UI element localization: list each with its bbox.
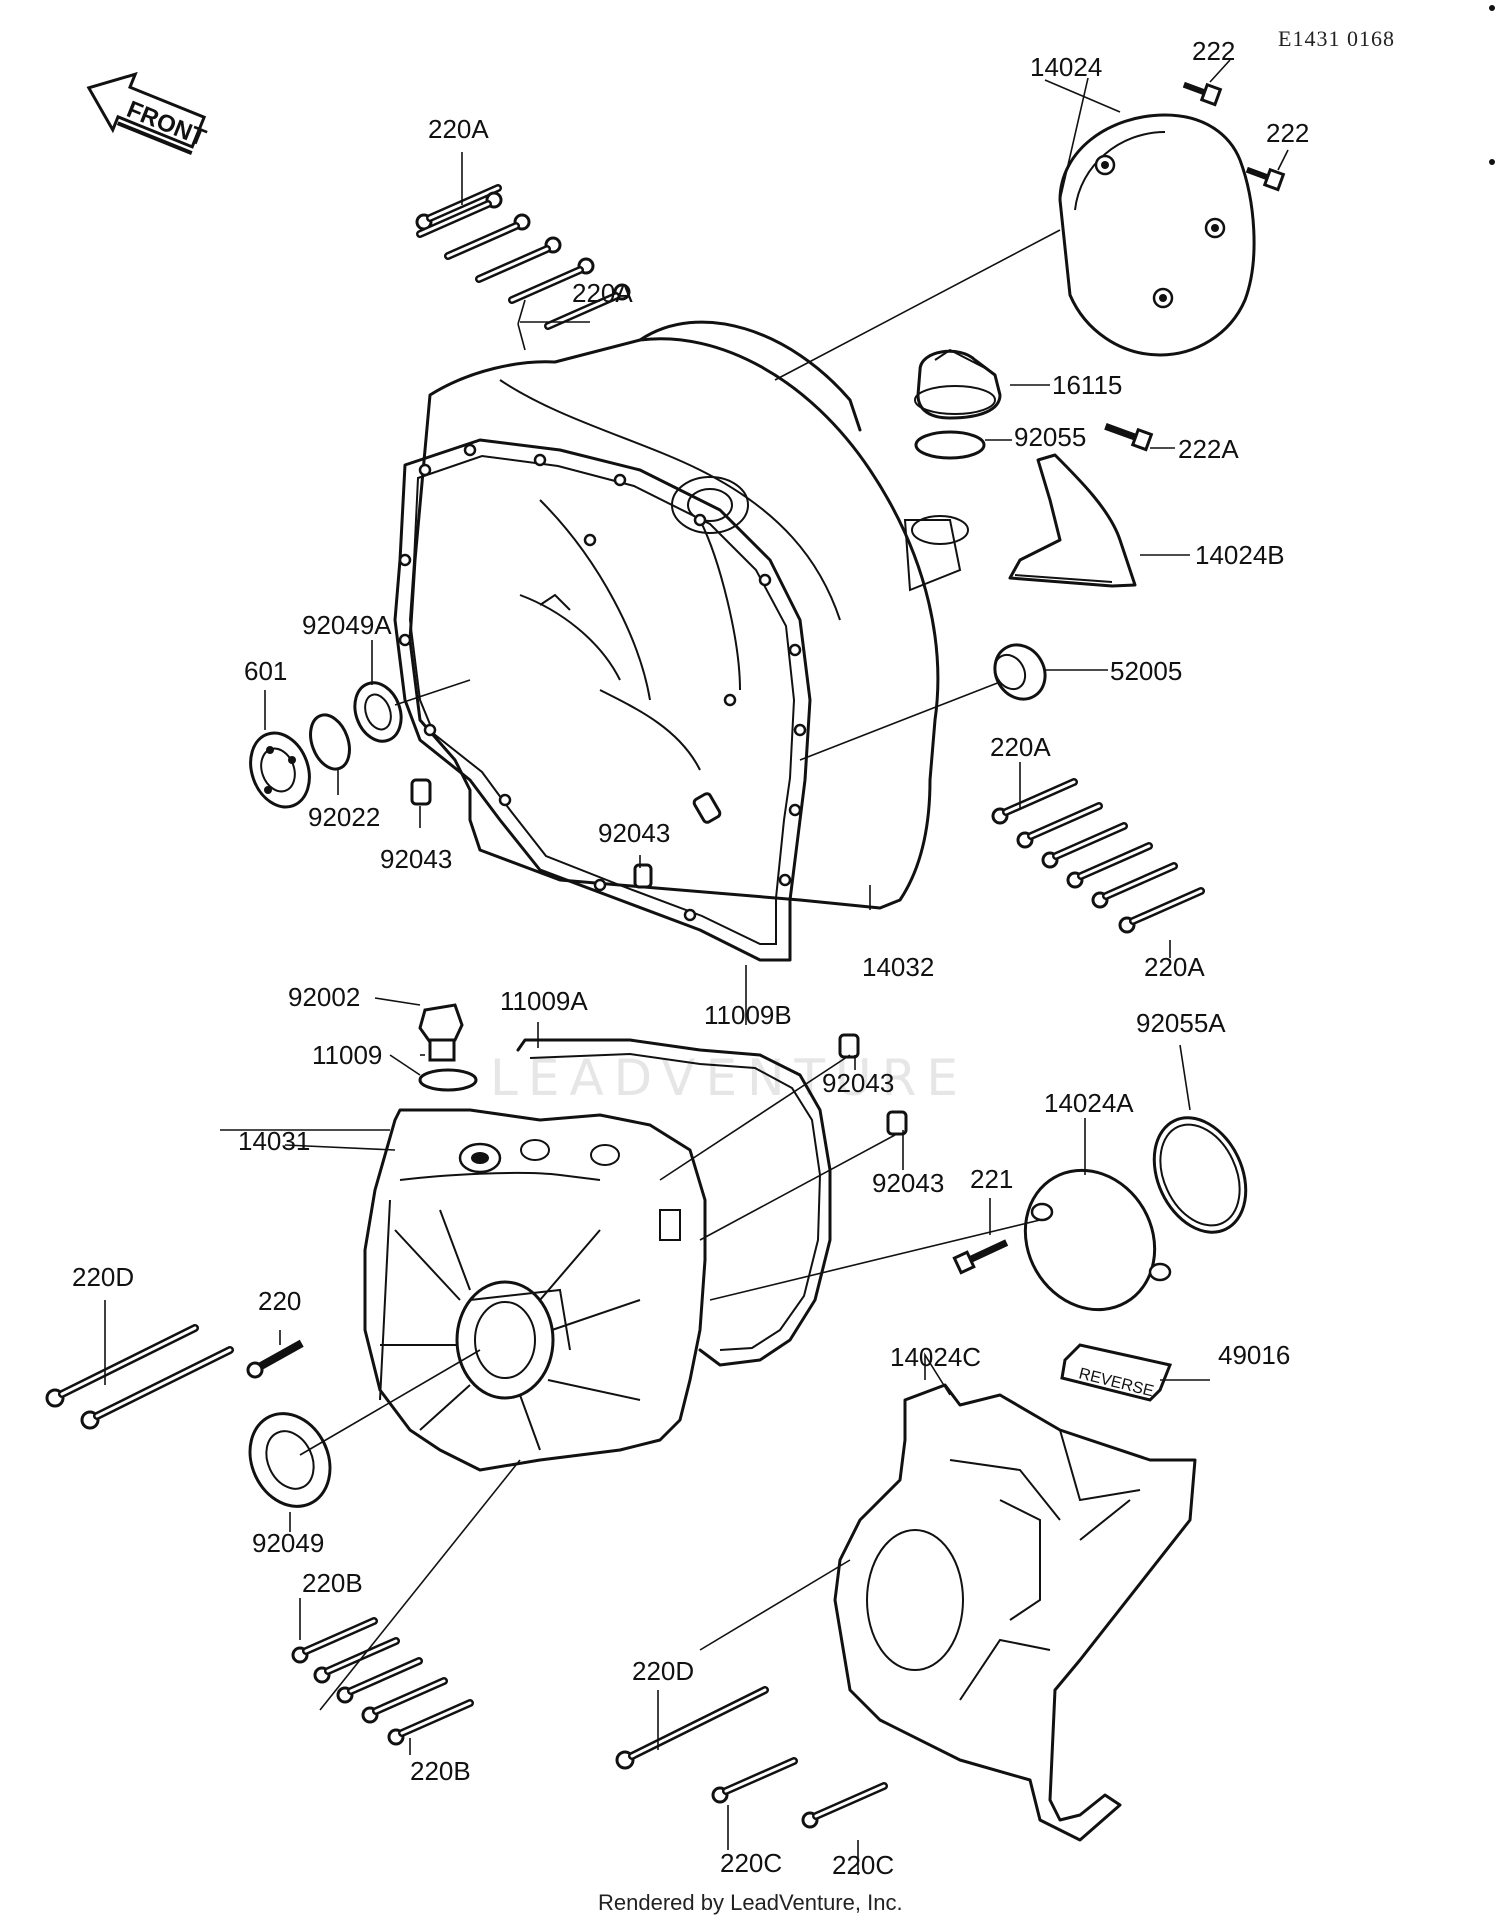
bolt-220 <box>246 1339 304 1379</box>
label-220A-4: 220A <box>1144 952 1205 982</box>
bolt-222A <box>1104 423 1154 452</box>
bolt-group-220B <box>293 1621 470 1744</box>
label-14031: 14031 <box>238 1126 310 1156</box>
bolt-220C-b <box>803 1786 884 1827</box>
bearing-52005 <box>993 643 1047 701</box>
o-ring-92055A <box>1152 1116 1248 1234</box>
cover-14024A <box>1023 1168 1172 1312</box>
bolt-220D-left-a <box>47 1328 195 1406</box>
bolt-222-a <box>1182 81 1223 107</box>
oil-seal-92049 <box>248 1412 332 1508</box>
bearing-601 <box>249 731 311 809</box>
leader-lines <box>104 59 1289 1875</box>
dowel-92043-upper-right <box>838 1033 860 1059</box>
label-220A-1: 220A <box>428 114 489 144</box>
gasket-11009A <box>516 1038 832 1367</box>
label-14024: 14024 <box>1030 52 1102 82</box>
label-221: 221 <box>970 1164 1013 1194</box>
dowel-92043-left <box>410 778 432 806</box>
label-92043-2: 92043 <box>598 818 670 848</box>
label-220D-1: 220D <box>72 1262 134 1292</box>
label-220C-2: 220C <box>832 1850 894 1880</box>
label-49016: 49016 <box>1218 1340 1290 1370</box>
label-222-b: 222 <box>1266 118 1309 148</box>
cover-14031 <box>363 1108 707 1472</box>
label-220B-1: 220B <box>302 1568 363 1598</box>
oil-seal-92049A <box>353 681 403 743</box>
label-52005: 52005 <box>1110 656 1182 686</box>
label-601: 601 <box>244 656 287 686</box>
label-220D-2: 220D <box>632 1656 694 1686</box>
bracket-14024B <box>1008 453 1137 588</box>
bolt-220C-a <box>713 1761 794 1802</box>
label-92043-1: 92043 <box>380 844 452 874</box>
bolt-222-b <box>1245 166 1286 192</box>
label-92049: 92049 <box>252 1528 324 1558</box>
cover-14024C <box>833 1383 1197 1842</box>
scan-dot <box>1489 5 1495 11</box>
label-14024B: 14024B <box>1195 540 1285 570</box>
label-14024A: 14024A <box>1044 1088 1134 1118</box>
bolt-221 <box>952 1239 1009 1275</box>
label-92022: 92022 <box>308 802 380 832</box>
collar-92022 <box>309 713 351 771</box>
label-92049A: 92049A <box>302 610 392 640</box>
bolt-group-220A-right <box>993 782 1201 932</box>
label-92043-4: 92043 <box>872 1168 944 1198</box>
label-11009: 11009 <box>312 1040 382 1070</box>
label-14024C: 14024C <box>890 1342 981 1372</box>
label-92002: 92002 <box>288 982 360 1012</box>
label-92055: 92055 <box>1014 422 1086 452</box>
o-ring-92055 <box>914 430 986 460</box>
label-11009B: 11009B <box>704 1000 792 1030</box>
diagram-code: E1431 0168 <box>1278 26 1395 51</box>
front-arrow-icon: FRONT <box>86 71 210 156</box>
cover-14024 <box>1058 113 1256 357</box>
dowel-92043-lower-right <box>886 1110 908 1136</box>
watermark: LEADVENTURE <box>490 1049 968 1107</box>
label-222A: 222A <box>1178 434 1239 464</box>
label-220A-2: 220A <box>572 278 633 308</box>
footer-credit: Rendered by LeadVenture, Inc. <box>598 1890 903 1915</box>
label-11009A: 11009A <box>500 986 588 1016</box>
drain-plug-92002 <box>418 1003 464 1062</box>
part-labels: 14024 222 222 220A 220A 16115 92055 222A… <box>72 36 1309 1880</box>
label-16115: 16115 <box>1052 370 1122 400</box>
bolt-220D-bottom <box>617 1690 765 1768</box>
label-220: 220 <box>258 1286 301 1316</box>
label-92055A: 92055A <box>1136 1008 1226 1038</box>
label-220C-1: 220C <box>720 1848 782 1878</box>
label-222-a: 222 <box>1192 36 1235 66</box>
label-220A-3: 220A <box>990 732 1051 762</box>
oil-cap-16115 <box>914 348 1002 420</box>
cover-14032 <box>393 320 969 962</box>
reverse-plate-49016: REVERSE <box>1060 1343 1173 1402</box>
label-14032: 14032 <box>862 952 934 982</box>
scan-dot <box>1489 159 1495 165</box>
washer-11009 <box>418 1068 478 1092</box>
label-92043-3: 92043 <box>822 1068 894 1098</box>
label-220B-2: 220B <box>410 1756 471 1786</box>
